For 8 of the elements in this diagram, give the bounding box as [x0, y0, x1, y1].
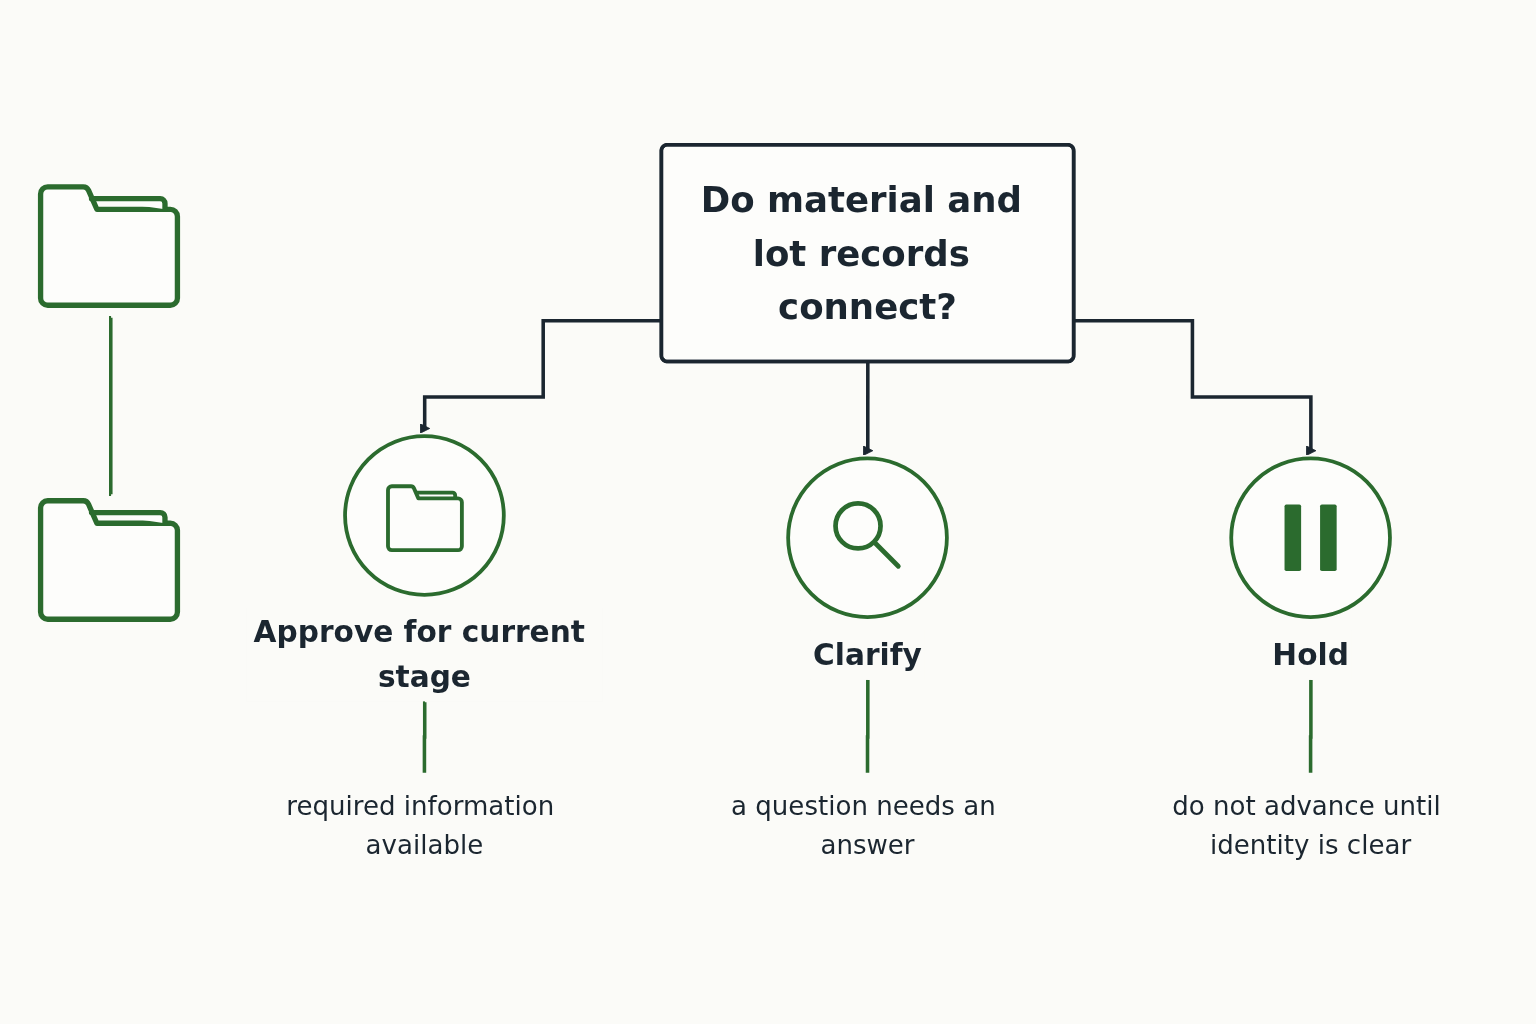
node-text: do not advance until identity is clear — [1172, 791, 1441, 861]
arrow — [1074, 318, 1317, 456]
connector — [865, 678, 870, 775]
connector — [109, 315, 113, 496]
node-text: a question needs an answer — [731, 791, 996, 861]
connector — [1308, 678, 1313, 775]
node-text: required information available — [286, 791, 555, 861]
connector — [422, 700, 427, 775]
